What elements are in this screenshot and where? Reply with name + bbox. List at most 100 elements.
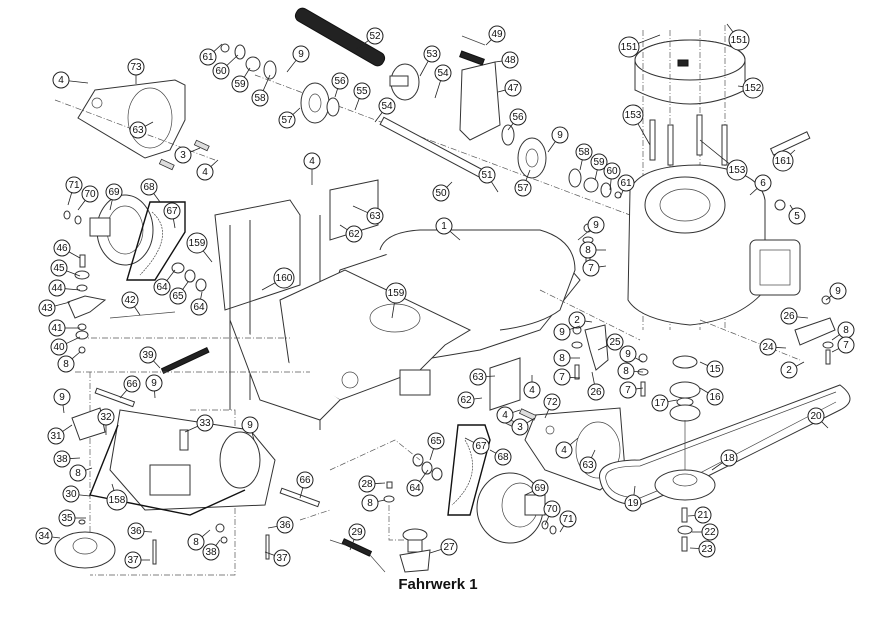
callout-number: 66 bbox=[299, 475, 311, 486]
leader-line bbox=[635, 387, 644, 390]
callout-circle bbox=[523, 381, 541, 399]
callout-number: 67 bbox=[166, 206, 178, 217]
callout-circle bbox=[837, 336, 855, 354]
callout-circle bbox=[153, 278, 171, 296]
callout-circle bbox=[780, 307, 798, 325]
callout-number: 17 bbox=[654, 398, 666, 409]
callout-circle bbox=[478, 166, 496, 184]
callout-circle bbox=[366, 27, 384, 45]
callout-circle bbox=[199, 48, 217, 66]
callout-number: 26 bbox=[590, 387, 602, 398]
callout-number: 44 bbox=[51, 283, 63, 294]
callout-circle bbox=[606, 333, 624, 351]
callout-number: 72 bbox=[546, 397, 558, 408]
leader-line bbox=[109, 199, 113, 211]
leader-line bbox=[749, 188, 758, 196]
callout-circle bbox=[514, 179, 532, 197]
callout-number: 62 bbox=[348, 229, 360, 240]
leader-line bbox=[831, 334, 840, 341]
leader-line bbox=[182, 281, 189, 290]
callout-part-38: 38 bbox=[202, 539, 221, 561]
leader-line bbox=[419, 469, 429, 482]
callout-number: 4 bbox=[202, 167, 208, 178]
callout-circle bbox=[587, 216, 605, 234]
callout-part-27: 27 bbox=[429, 538, 458, 556]
callout-part-36: 36 bbox=[267, 516, 294, 534]
callout-number: 64 bbox=[409, 483, 421, 494]
leader-line bbox=[795, 361, 805, 367]
leader-line bbox=[354, 40, 369, 51]
callout-circle bbox=[48, 279, 66, 297]
leader-line bbox=[711, 462, 723, 471]
callout-part-37: 37 bbox=[264, 549, 291, 567]
callout-circle bbox=[124, 551, 142, 569]
callout-circle bbox=[345, 225, 363, 243]
callout-circle bbox=[140, 178, 158, 196]
callout-part-22: 22 bbox=[692, 523, 719, 541]
callout-part-9: 9 bbox=[145, 374, 163, 399]
leader-line bbox=[699, 139, 730, 165]
leader-line bbox=[299, 487, 304, 499]
callout-part-4: 4 bbox=[196, 159, 219, 181]
callout-number: 57 bbox=[281, 115, 293, 126]
leader-line bbox=[473, 397, 483, 400]
callout-number: 38 bbox=[56, 454, 68, 465]
callout-part-37: 37 bbox=[124, 551, 150, 569]
callout-circle bbox=[618, 36, 640, 58]
callout-part-57: 57 bbox=[278, 107, 301, 129]
callout-number: 7 bbox=[588, 263, 594, 274]
callout-part-67: 67 bbox=[163, 202, 181, 229]
callout-circle bbox=[48, 319, 66, 337]
callout-part-56: 56 bbox=[331, 72, 349, 98]
callout-part-20: 20 bbox=[807, 407, 829, 429]
callout-part-63: 63 bbox=[579, 449, 597, 474]
leader-line bbox=[334, 88, 338, 98]
callout-circle bbox=[127, 58, 145, 76]
callout-number: 64 bbox=[193, 302, 205, 313]
leader-line bbox=[569, 377, 581, 379]
callout-circle bbox=[303, 152, 321, 170]
callout-number: 8 bbox=[63, 359, 69, 370]
callout-number: 28 bbox=[361, 479, 373, 490]
leader-line bbox=[153, 193, 161, 203]
callout-part-67: 67 bbox=[464, 437, 490, 455]
callout-part-153: 153 bbox=[622, 104, 651, 146]
callout-part-51: 51 bbox=[478, 166, 499, 193]
leader-line bbox=[699, 387, 709, 394]
callout-part-64: 64 bbox=[190, 291, 208, 316]
callout-circle bbox=[494, 448, 512, 466]
callout-circle bbox=[434, 64, 452, 82]
leader-line bbox=[119, 389, 128, 399]
callout-part-9: 9 bbox=[286, 45, 310, 73]
callout-circle bbox=[174, 146, 192, 164]
leader-line bbox=[68, 251, 81, 259]
callout-part-151: 151 bbox=[618, 34, 661, 58]
callout-part-38: 38 bbox=[53, 450, 81, 468]
leader-line bbox=[597, 345, 608, 351]
callout-circle bbox=[579, 241, 597, 259]
callout-number: 18 bbox=[723, 453, 735, 464]
callout-number: 8 bbox=[367, 498, 373, 509]
leader-line bbox=[634, 357, 644, 363]
callout-part-7: 7 bbox=[831, 336, 855, 354]
callout-number: 161 bbox=[775, 156, 792, 167]
callout-circle bbox=[212, 62, 230, 80]
callout-part-73: 73 bbox=[127, 58, 145, 84]
callout-part-8: 8 bbox=[57, 351, 81, 373]
callout-part-9: 9 bbox=[553, 323, 581, 341]
callout-part-70: 70 bbox=[77, 185, 99, 211]
callout-number: 33 bbox=[199, 418, 211, 429]
callout-part-8: 8 bbox=[187, 529, 211, 551]
callout-number: 8 bbox=[585, 245, 591, 256]
callout-part-33: 33 bbox=[184, 414, 214, 433]
callout-part-54: 54 bbox=[374, 97, 396, 123]
callout-number: 61 bbox=[620, 178, 632, 189]
callout-number: 19 bbox=[627, 498, 639, 509]
leader-line bbox=[77, 200, 86, 211]
callout-circle bbox=[65, 176, 83, 194]
callout-circle bbox=[276, 516, 294, 534]
callout-circle bbox=[432, 184, 450, 202]
leader-line bbox=[391, 302, 395, 319]
leader-line bbox=[71, 351, 81, 360]
callout-circle bbox=[472, 437, 490, 455]
